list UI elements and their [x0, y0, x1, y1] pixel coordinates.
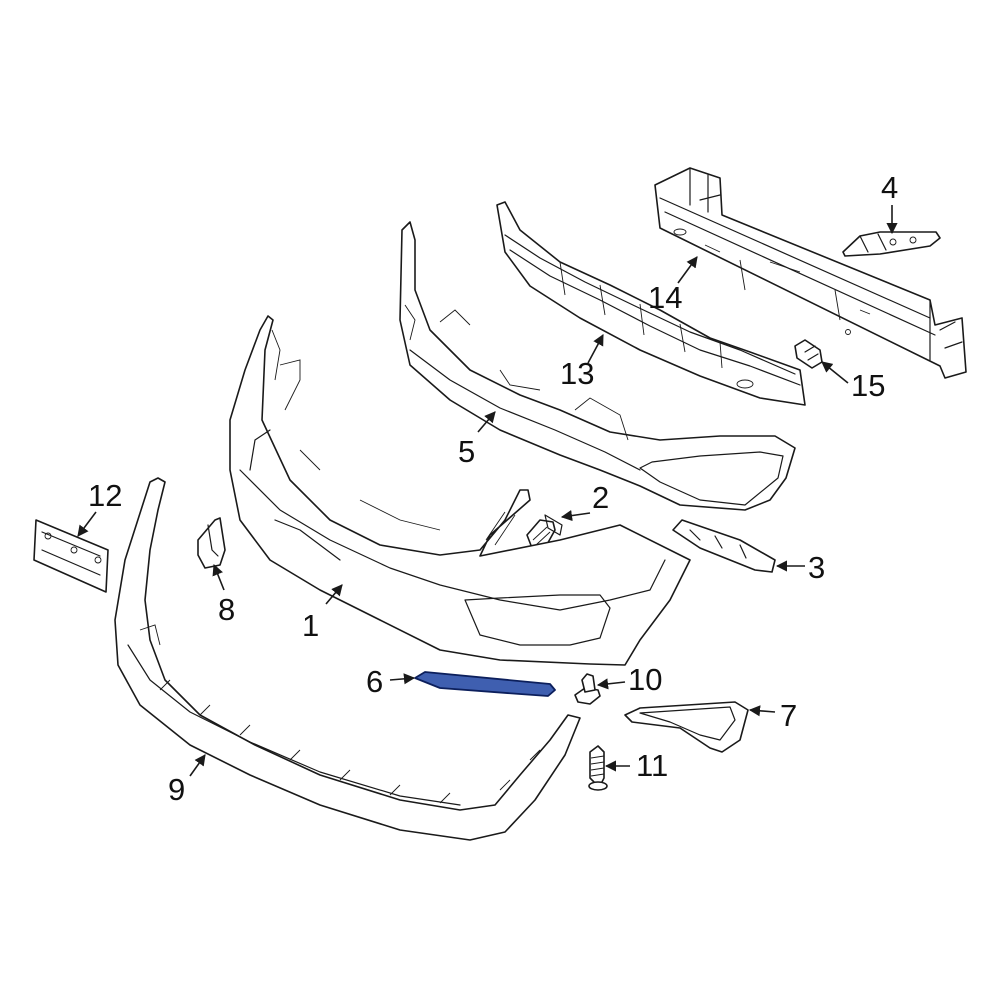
callout-11: 11: [636, 748, 668, 783]
part-13-energy-absorber[interactable]: [496, 201, 806, 406]
part-14-reinforcement-beam[interactable]: [654, 167, 967, 379]
leader-10: [596, 678, 626, 690]
leader-8: [212, 563, 225, 591]
leader-1: [325, 584, 343, 605]
callout-3: 3: [808, 550, 825, 585]
callout-2: 2: [592, 480, 609, 515]
part-11-screw[interactable]: [588, 745, 608, 791]
part-4-bracket[interactable]: [842, 231, 941, 257]
part-15-bolt[interactable]: [794, 339, 823, 369]
callout-5: 5: [458, 434, 475, 469]
part-3-bracket[interactable]: [672, 519, 776, 573]
callout-8: 8: [218, 592, 235, 627]
part-10-retainer[interactable]: [574, 673, 601, 705]
part-12-plate-bracket[interactable]: [33, 519, 109, 593]
callout-6: 6: [366, 664, 383, 699]
callout-13: 13: [560, 356, 594, 391]
part-2-push-clip[interactable]: [526, 514, 563, 549]
callout-12: 12: [88, 478, 122, 513]
leader-2: [560, 510, 591, 522]
part-1-bumper-cover[interactable]: [229, 315, 691, 666]
part-9-lower-valance[interactable]: [114, 477, 581, 841]
leader-6: [389, 673, 416, 685]
leader-5: [477, 411, 496, 433]
leader-12: [77, 511, 97, 537]
leader-lines: [77, 205, 898, 777]
callout-14: 14: [648, 280, 682, 315]
callout-10: 10: [628, 662, 662, 697]
leader-14: [677, 256, 698, 284]
part-6-molding-strip[interactable]: [414, 671, 556, 697]
part-7-fog-lamp-trim[interactable]: [624, 701, 749, 753]
callout-1: 1: [302, 608, 319, 643]
callout-9: 9: [168, 772, 185, 807]
callout-7: 7: [780, 698, 797, 733]
callout-15: 15: [851, 368, 885, 403]
leader-13: [587, 334, 604, 364]
part-8-cover[interactable]: [197, 517, 226, 569]
callout-labels: 4 14 15 13 5 2 3 12 8 1 6 10 7 11 9: [88, 170, 898, 807]
leader-9: [189, 754, 206, 777]
callout-4: 4: [881, 170, 898, 205]
leader-15: [821, 361, 849, 384]
part-5-upper-support[interactable]: [399, 221, 796, 511]
leader-7: [748, 705, 776, 717]
